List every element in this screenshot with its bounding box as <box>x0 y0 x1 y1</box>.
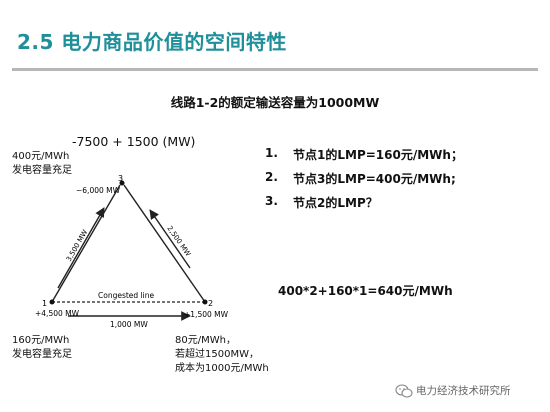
question-list: 1. 节点1的LMP=160元/MWh； 2. 节点3的LMP=400元/MWh… <box>265 146 463 218</box>
question-text: 节点2的LMP？ <box>293 196 378 210</box>
question-text: 节点3的LMP=400元/MWh; <box>293 172 456 186</box>
question-item: 2. 节点3的LMP=400元/MWh; <box>265 170 463 194</box>
node3-price: 400元/MWh <box>12 151 70 162</box>
node2-price: 80元/MWh， <box>175 335 236 346</box>
node-1-dot <box>49 299 55 305</box>
flow-arrow-2-3 <box>149 209 191 269</box>
flow-sum-label: -7500 + 1500 (MW) <box>72 134 196 149</box>
slide-title: 2.5 电力商品价值的空间特性 <box>17 30 287 54</box>
node-2-dot <box>202 299 208 305</box>
node-1-injection: +4,500 MW <box>35 309 80 318</box>
node-2-injection: +1,500 MW <box>184 310 229 319</box>
question-item: 3. 节点2的LMP？ <box>265 194 463 218</box>
watermark-text: 电力经济技术研究所 <box>416 385 511 397</box>
node2-note: 80元/MWh， 若超过1500MW， 成本为1000元/MWh <box>175 334 269 376</box>
watermark: 电力经济技术研究所 <box>395 383 511 398</box>
node-3-injection: −6,000 MW <box>76 186 121 195</box>
node-2-label: 2 <box>208 299 213 308</box>
question-number: 2. <box>265 170 278 184</box>
node1-note: 160元/MWh 发电容量充足 <box>12 334 72 362</box>
node-1-label: 1 <box>42 299 47 308</box>
edge-2-3 <box>123 184 206 303</box>
line-1-2-flow: 1,000 MW <box>110 320 148 329</box>
question-number: 3. <box>265 194 278 208</box>
node2-condition: 若超过1500MW， <box>175 349 259 360</box>
node1-capacity: 发电容量充足 <box>12 349 72 360</box>
answer-formula: 400*2+160*1=640元/MWh <box>278 284 453 298</box>
wechat-icon <box>395 383 413 398</box>
slide-subtitle: 线路1-2的额定输送容量为1000MW <box>170 95 380 110</box>
node1-price: 160元/MWh <box>12 335 70 346</box>
congested-line-label: Congested line <box>98 291 154 300</box>
edge-1-3 <box>51 184 121 303</box>
node3-capacity: 发电容量充足 <box>12 165 72 176</box>
title-divider <box>12 68 538 71</box>
node-3-label: 3 <box>118 174 123 183</box>
node-3-dot <box>119 180 125 186</box>
flow-arrow-1-3 <box>57 207 105 289</box>
line-2-3-flow: 2,500 MW <box>165 225 192 259</box>
question-item: 1. 节点1的LMP=160元/MWh； <box>265 146 463 170</box>
question-text: 节点1的LMP=160元/MWh； <box>293 148 463 162</box>
question-number: 1. <box>265 146 278 160</box>
node3-note: 400元/MWh 发电容量充足 <box>12 150 72 178</box>
node2-cost: 成本为1000元/MWh <box>175 363 269 374</box>
